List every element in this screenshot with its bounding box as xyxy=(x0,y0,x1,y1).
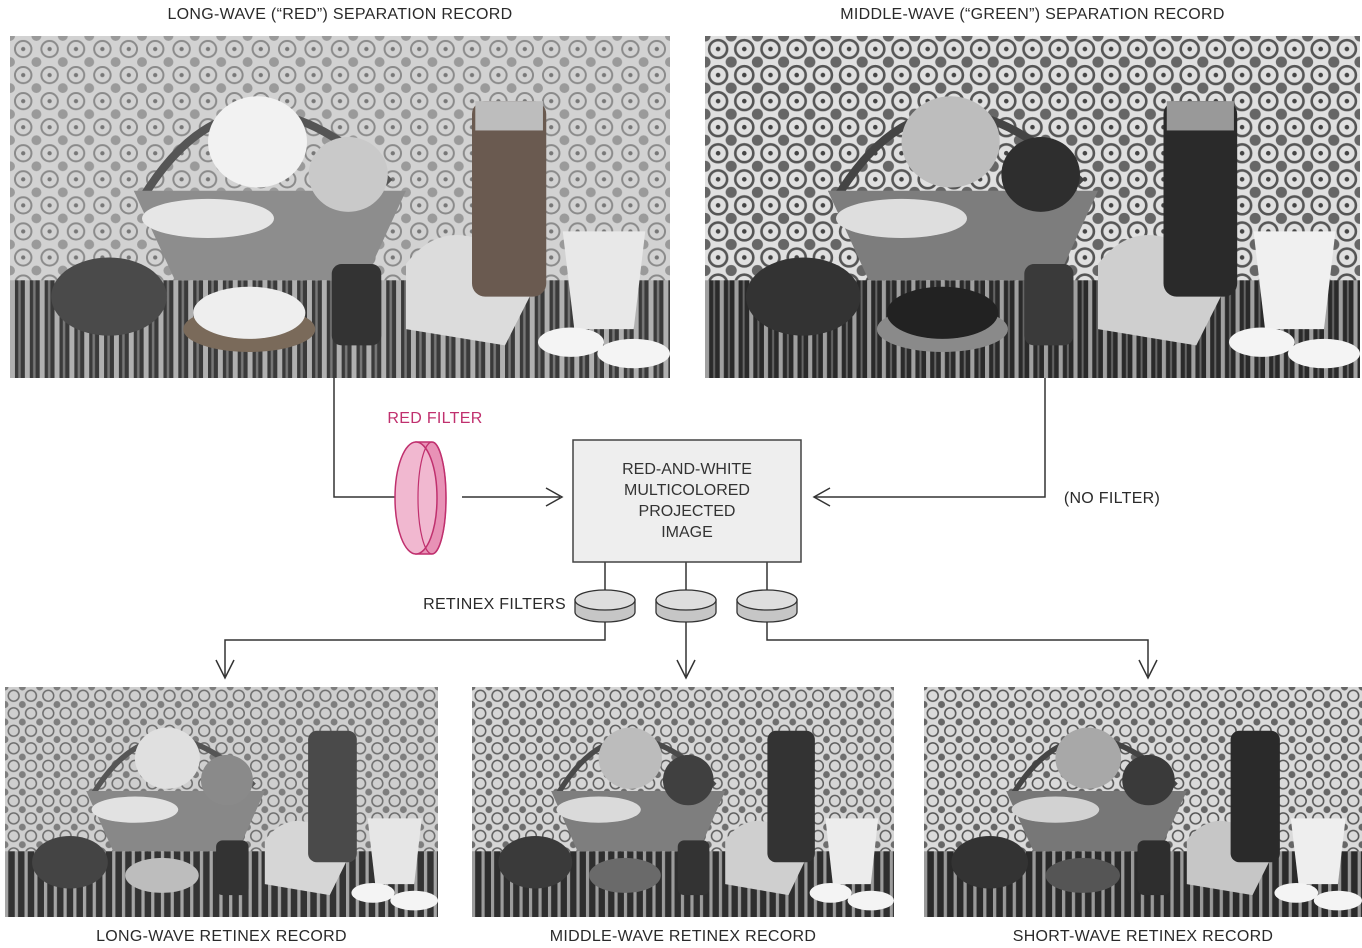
red-filter-icon xyxy=(394,441,447,555)
connector-to-short-wave-retinex xyxy=(766,622,1149,676)
connector-green-record xyxy=(814,378,1046,498)
still-life-image xyxy=(10,36,670,378)
projector-line: PROJECTED xyxy=(638,503,736,520)
caption-long-wave-separation: LONG-WAVE (“RED”) SEPARATION RECORD xyxy=(167,6,513,23)
photo-middle-wave-retinex xyxy=(472,687,894,917)
arrow-head-middle-wave xyxy=(676,659,696,680)
photo-short-wave-retinex xyxy=(924,687,1362,917)
connector-to-long-wave-retinex xyxy=(224,622,606,676)
arrow-head-short-wave xyxy=(1138,659,1158,680)
arrow-head-left-input xyxy=(545,487,564,507)
still-life-image xyxy=(705,36,1360,378)
connector-red-record xyxy=(333,378,398,498)
projector-line: RED-AND-WHITE xyxy=(622,461,752,478)
photo-long-wave-separation xyxy=(10,36,670,378)
caption-middle-wave-retinex: MIDDLE-WAVE RETINEX RECORD xyxy=(549,928,817,945)
still-life-image xyxy=(472,687,894,917)
caption-long-wave-retinex: LONG-WAVE RETINEX RECORD xyxy=(96,928,347,945)
retinex-filters-label: RETINEX FILTERS xyxy=(423,596,566,613)
projector-box-text: RED-AND-WHITE MULTICOLORED PROJECTED IMA… xyxy=(573,440,801,562)
retinex-filter-middle-icon xyxy=(655,589,717,623)
projector-line: IMAGE xyxy=(661,524,713,541)
arrow-head-long-wave xyxy=(215,659,235,680)
still-life-image xyxy=(924,687,1362,917)
caption-middle-wave-separation: MIDDLE-WAVE (“GREEN”) SEPARATION RECORD xyxy=(840,6,1225,23)
red-filter-label: RED FILTER xyxy=(387,410,483,427)
arrow-head-right-input xyxy=(812,487,831,507)
caption-short-wave-retinex: SHORT-WAVE RETINEX RECORD xyxy=(1012,928,1274,945)
projector-line: MULTICOLORED xyxy=(624,482,750,499)
photo-middle-wave-separation xyxy=(705,36,1360,378)
projector-box xyxy=(572,439,802,563)
no-filter-label: (NO FILTER) xyxy=(1063,490,1161,507)
retinex-filter-right-icon xyxy=(736,589,798,623)
photo-long-wave-retinex xyxy=(5,687,438,917)
retinex-filter-left-icon xyxy=(574,589,636,623)
still-life-image xyxy=(5,687,438,917)
